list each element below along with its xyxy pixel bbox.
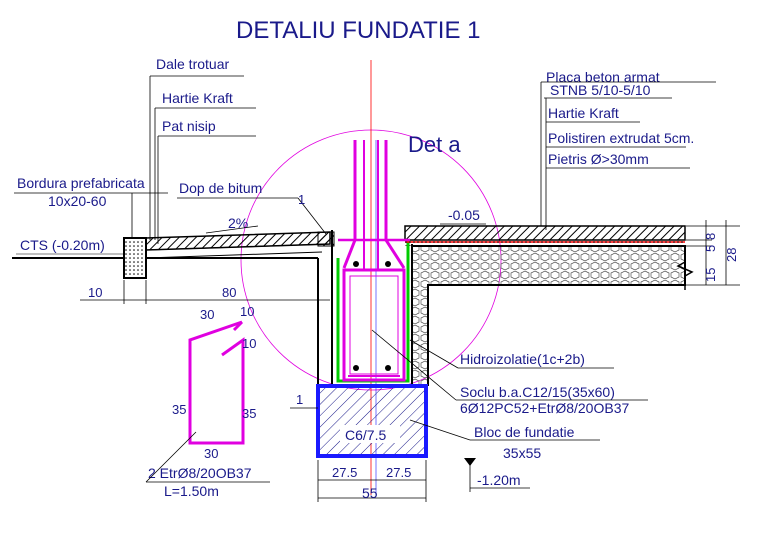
stirrup-spec: 2 EtrØ8/20OB37 [148,465,252,481]
dim-55: 55 [362,485,378,501]
label-slope: 2% [228,215,248,231]
rebar-cage [342,268,406,382]
rebar-dot-2 [385,261,391,267]
label-dop-bitum: Dop de bitum [179,180,262,196]
starter-bars-right [384,140,406,269]
bitumen-plug [317,231,335,247]
starter-bars-left [342,140,357,269]
vdim-5: 5 [703,245,718,252]
label-hartie-kraft-left: Hartie Kraft [162,90,233,106]
rebar-dot-4 [385,365,391,371]
label-soclu: Soclu b.a.C12/15(35x60) [460,384,615,400]
leader-soclu [371,329,457,401]
stirrup-bottom: 30 [204,446,218,461]
slope-line [205,225,259,234]
label-bordura-dim: 10x20-60 [48,193,107,209]
dim-1-bottom: 1 [296,392,303,407]
cota-fundare-arrow [464,458,476,466]
rebar-cage-inner [349,275,399,375]
bordura [123,237,147,279]
foundation-label-bg [340,425,400,443]
foundation-block [316,384,428,458]
stirrup-leader [145,431,197,483]
label-pat-nisip: Pat nisip [162,118,216,134]
dim-27-left: 27.5 [332,465,357,480]
label-placa: Placa beton armat [546,69,660,85]
sidewalk-base-top [145,243,331,251]
leader-dop-diag [297,197,327,235]
floor-slab [404,225,686,241]
label-bloc: Bloc de fundatie [474,424,575,440]
rebar-dot-1 [353,261,359,267]
drawing-title: DETALIU FUNDATIE 1 [236,17,480,44]
foundation-concrete-label: C6/7.5 [345,427,386,443]
label-polistiren: Polistiren extrudat 5cm. [548,130,694,146]
vdim-15: 15 [703,268,718,282]
label-hidroizolatie: Hidroizolatie(1c+2b) [460,351,585,367]
stirrup-right: 35 [242,406,256,421]
break-symbol [676,250,694,290]
label-cota-fundare: -1.20m [477,472,521,488]
label-cts: CTS (-0.20m) [20,237,105,253]
label-soclu-armare: 6Ø12PC52+EtrØ8/20OB37 [460,400,629,416]
vdim-8: 8 [703,233,718,240]
stirrup-shape [188,320,245,445]
rebar-dot-3 [353,365,359,371]
detail-marker-label: Det a [408,132,461,157]
label-bordura: Bordura prefabricata [17,175,145,191]
stirrup-length: L=1.50m [164,483,219,499]
floor-kraft [405,240,685,246]
stirrup-hook1: 10 [240,304,254,319]
dim-27-right: 27.5 [386,465,411,480]
stirrup-top: 30 [200,307,214,322]
stirrup-hook [232,320,244,332]
label-bloc-dim: 35x55 [503,445,541,461]
cota-pardoseala: -0.05 [448,207,480,223]
dim-80: 80 [222,285,236,300]
stirrup-left: 35 [172,402,186,417]
label-stnb: STNB 5/10-5/10 [550,82,651,98]
label-kraft-right: Hartie Kraft [548,105,619,121]
label-dale-trotuar: Dale trotuar [156,56,229,72]
stirrup-hook2: 10 [242,336,256,351]
label-pietris: Pietris Ø>30mm [548,151,649,167]
dim-10: 10 [88,285,102,300]
vdim-28: 28 [724,248,739,262]
dim-1-top: 1 [298,192,305,207]
leader-hidro [409,339,459,369]
leader-bloc [409,419,471,441]
